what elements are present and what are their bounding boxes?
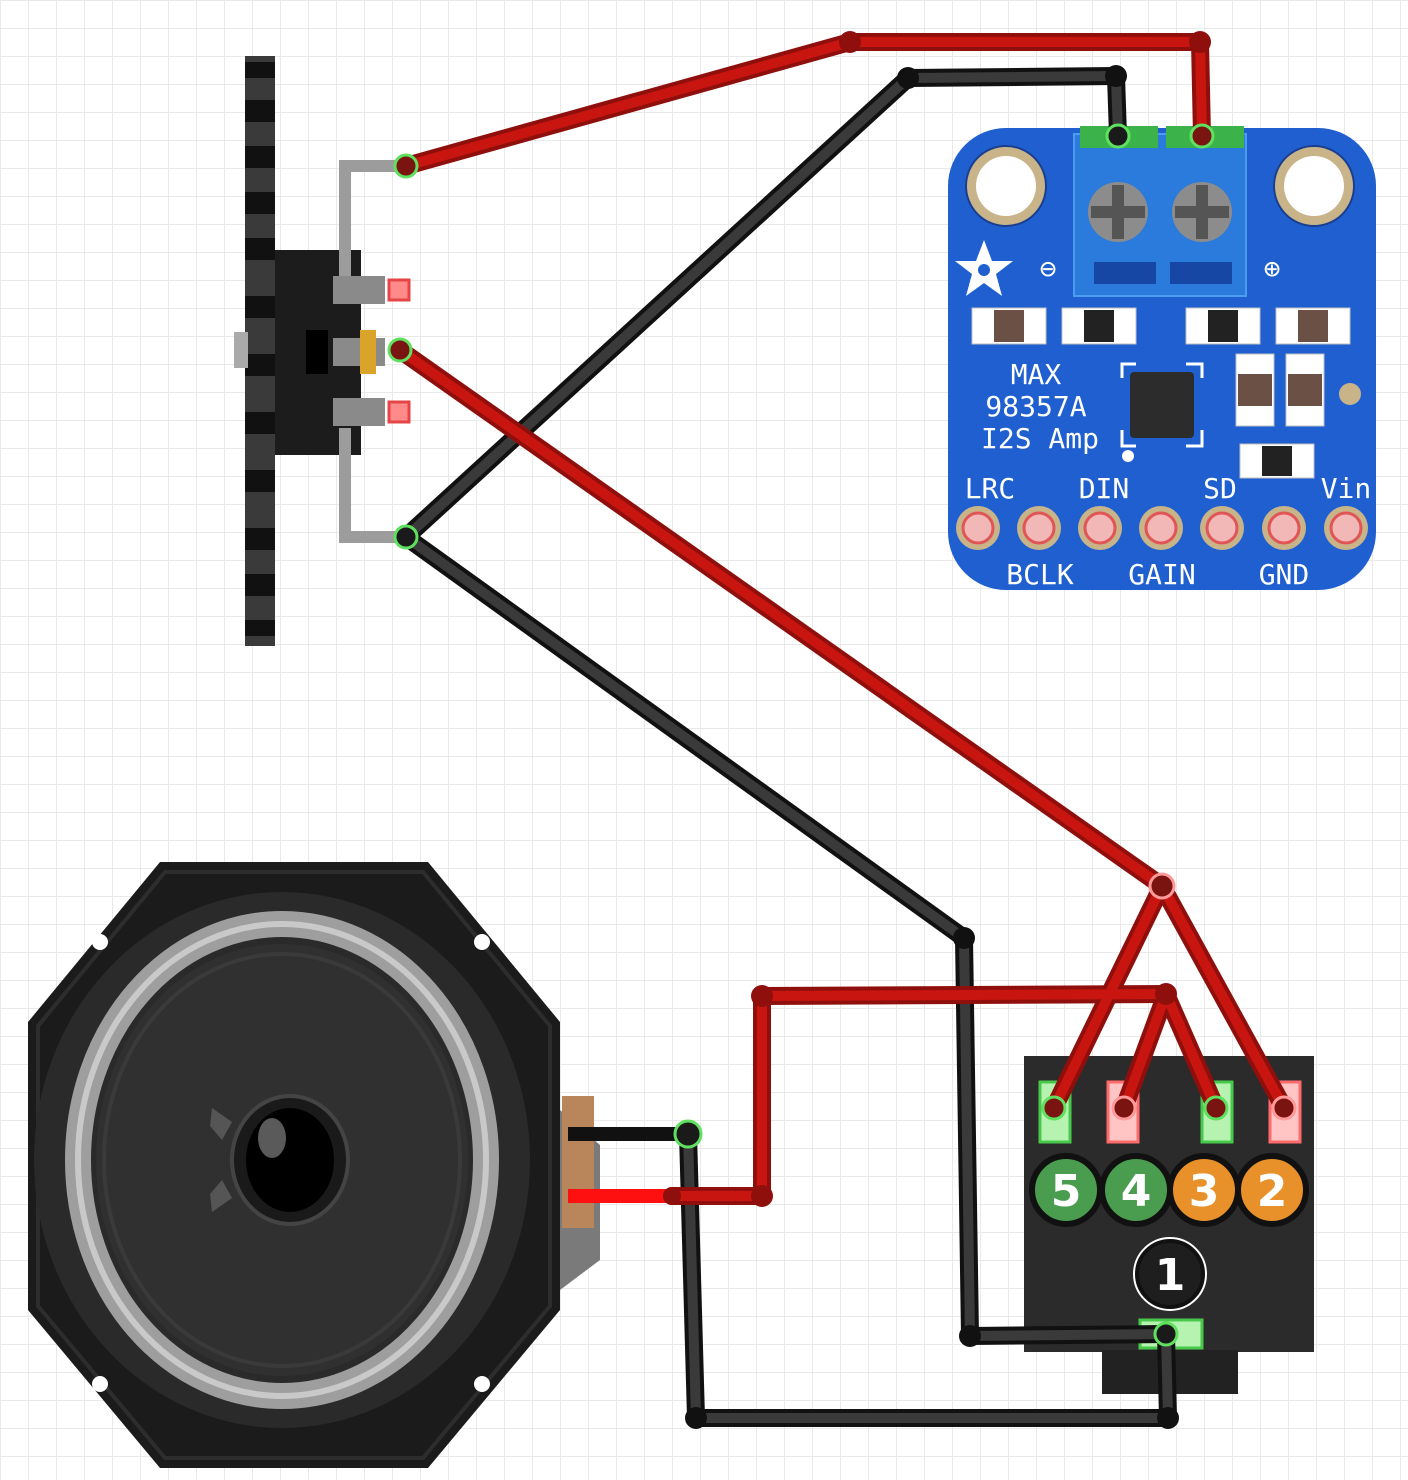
pin-label-din: DIN xyxy=(1079,472,1130,505)
wires xyxy=(391,33,1293,1427)
connection-dot[interactable] xyxy=(393,153,419,179)
pin-number-2: 2 xyxy=(1257,1166,1288,1217)
smd-components-right xyxy=(1235,353,1361,479)
wire-bendpoint[interactable] xyxy=(751,985,773,1007)
wire-bendpoint[interactable] xyxy=(839,31,861,53)
pin-label-sd: SD xyxy=(1203,472,1237,505)
switch-panel-ridges xyxy=(245,62,275,636)
pin-label-lrc: LRC xyxy=(965,472,1016,505)
pin-number-3: 3 xyxy=(1189,1166,1220,1217)
smd-components-row xyxy=(971,307,1351,345)
wire-bendpoint[interactable] xyxy=(685,1407,707,1429)
connection-dot[interactable] xyxy=(673,1119,703,1149)
speaker-terminal-block xyxy=(562,1096,594,1228)
wire-bendpoint[interactable] xyxy=(1105,65,1127,87)
screw-terminal xyxy=(1073,126,1247,297)
speaker[interactable] xyxy=(28,862,690,1468)
star-logo-icon xyxy=(955,240,1013,296)
wire-bendpoint[interactable] xyxy=(953,927,975,949)
speaker-screw-hole xyxy=(474,934,490,950)
wire-bendpoint[interactable] xyxy=(959,1325,981,1347)
pin-label-vin: Vin xyxy=(1321,472,1372,505)
terminal-plus-label: ⊕ xyxy=(1264,252,1281,285)
jack-pin-badge-1: 1 xyxy=(1133,1237,1207,1311)
speaker-dust-cap xyxy=(246,1108,334,1212)
terminal-minus-label: ⊖ xyxy=(1040,252,1057,285)
speaker-spider-tab xyxy=(210,1180,232,1212)
wire-bendpoint[interactable] xyxy=(1155,983,1177,1005)
switch-panel-edge xyxy=(245,56,275,646)
wire-bendpoint[interactable] xyxy=(1189,31,1211,53)
connection-markers xyxy=(387,31,1297,1429)
speaker-screw-hole xyxy=(474,1376,490,1392)
connection-dot[interactable] xyxy=(1105,123,1131,149)
switch-leg-top xyxy=(333,276,385,304)
wire-bendpoint[interactable] xyxy=(1157,1407,1179,1429)
switch-pin-unconnected-bottom[interactable] xyxy=(387,400,411,424)
wire-bendpoint[interactable] xyxy=(897,67,919,89)
switch-leg-middle xyxy=(333,338,385,366)
connection-dot[interactable] xyxy=(387,337,413,363)
wire-bendpoint[interactable] xyxy=(751,1185,773,1207)
screw-right-icon xyxy=(1172,182,1232,242)
pin-pad-vin[interactable] xyxy=(1324,506,1368,550)
speaker-spider-tab xyxy=(210,1108,232,1140)
switch-pin-unconnected-top[interactable] xyxy=(387,278,411,302)
wire-junction[interactable] xyxy=(1148,872,1176,900)
switch-contact xyxy=(360,330,376,374)
amp-chip xyxy=(1120,362,1204,462)
connection-dot[interactable] xyxy=(393,524,419,550)
switch-lead-bottom xyxy=(339,428,406,543)
mounting-hole-left xyxy=(965,145,1047,227)
jack-pin-badge-4: 4 xyxy=(1099,1153,1173,1227)
pin-number-1: 1 xyxy=(1155,1250,1186,1301)
jack-pin-badge-5: 5 xyxy=(1029,1153,1103,1227)
pin-pad-din[interactable] xyxy=(1078,506,1122,550)
slide-switch[interactable] xyxy=(234,56,411,646)
connection-dot[interactable] xyxy=(1189,123,1215,149)
pin-label-gnd: GND xyxy=(1259,558,1310,591)
amp-pin-pads[interactable] xyxy=(956,506,1368,550)
mounting-hole-right xyxy=(1273,145,1355,227)
jack-pin-badge-2: 2 xyxy=(1235,1153,1309,1227)
pin-pad-lrc[interactable] xyxy=(956,506,1000,550)
speaker-surround-highlight xyxy=(75,921,489,1399)
speaker-dust-cap-highlight xyxy=(258,1118,286,1158)
chip-name-line1: MAX xyxy=(1011,358,1062,391)
amp-board[interactable]: ⊖ ⊕ xyxy=(948,126,1376,591)
pin-number-5: 5 xyxy=(1051,1166,1082,1217)
pin-pad-sd[interactable] xyxy=(1200,506,1244,550)
connection-dot[interactable] xyxy=(1111,1095,1137,1121)
switch-lead-top xyxy=(339,160,406,276)
speaker-cone-ring xyxy=(102,952,462,1368)
speaker-screw-hole xyxy=(92,1376,108,1392)
connection-dot[interactable] xyxy=(1203,1095,1229,1121)
speaker-screw-hole xyxy=(92,934,108,950)
pin-pad-bclk[interactable] xyxy=(1017,506,1061,550)
screw-left-icon xyxy=(1088,182,1148,242)
audio-jack[interactable]: 5 4 3 2 1 xyxy=(1024,1056,1314,1394)
chip-name-line3: I2S Amp xyxy=(981,422,1099,455)
jack-pin-badge-3: 3 xyxy=(1167,1153,1241,1227)
pin-pad-gain[interactable] xyxy=(1139,506,1183,550)
pin-label-bclk: BCLK xyxy=(1006,558,1074,591)
switch-leg-bottom xyxy=(333,398,385,426)
connection-dot[interactable] xyxy=(1271,1095,1297,1121)
pin-label-gain: GAIN xyxy=(1128,558,1195,591)
pin-number-4: 4 xyxy=(1121,1166,1152,1217)
connection-dot[interactable] xyxy=(1041,1095,1067,1121)
chip-name-line2: 98357A xyxy=(985,390,1086,423)
connection-dot[interactable] xyxy=(1153,1321,1179,1347)
switch-knob[interactable] xyxy=(234,332,248,368)
switch-slot xyxy=(306,330,328,374)
wire-bendpoint[interactable] xyxy=(663,1187,681,1205)
pin-pad-gnd[interactable] xyxy=(1262,506,1306,550)
